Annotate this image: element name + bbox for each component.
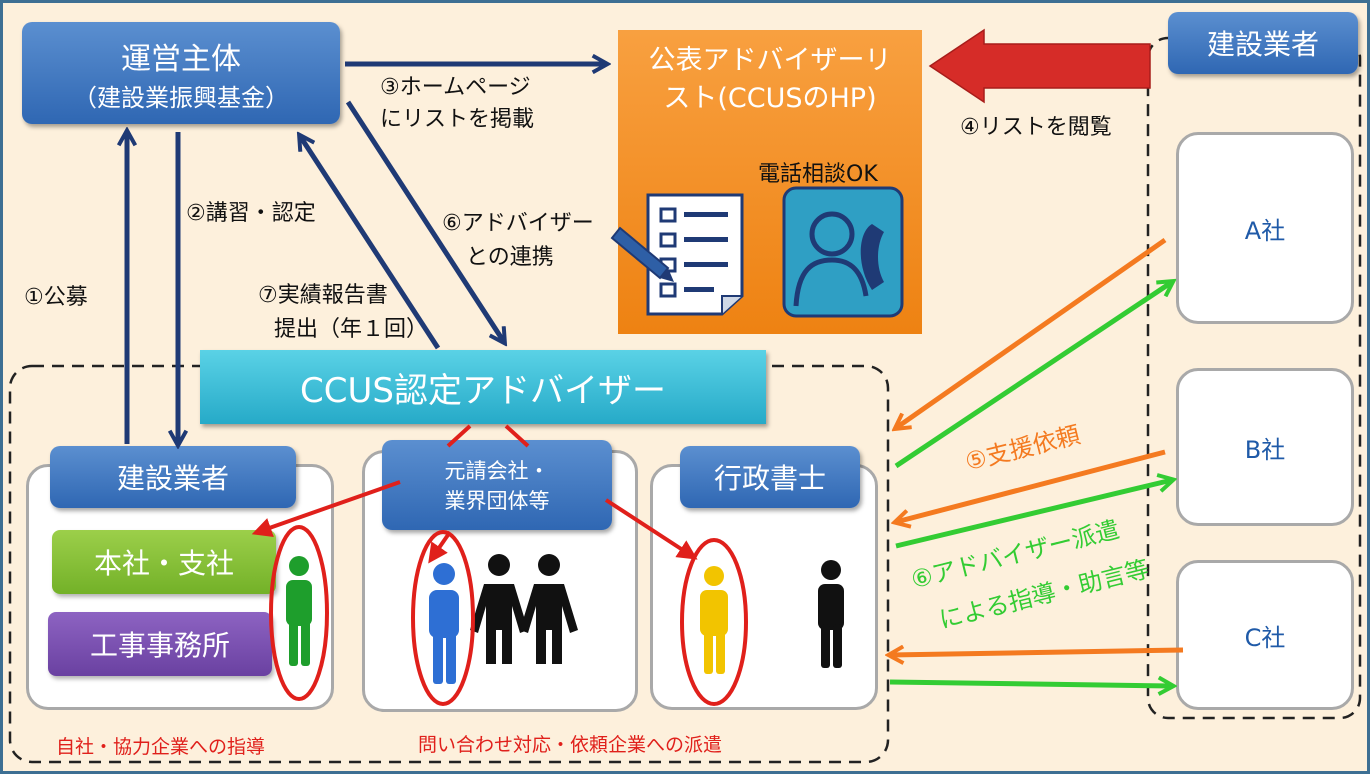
company-a-box: A社 xyxy=(1176,132,1354,324)
arrow-advisor-contractor xyxy=(251,480,401,538)
person-black-icon-1 xyxy=(470,554,528,664)
arrow-advisor-link-2 xyxy=(504,424,530,448)
company-b-box: B社 xyxy=(1176,368,1354,526)
operator-box: 運営主体 （建設業振興基金） xyxy=(22,22,340,124)
operator-title: 運営主体 xyxy=(121,41,241,77)
caption-self-guidance: 自社・協力企業への指導 xyxy=(56,736,266,758)
contractors-header-box: 建設業者 xyxy=(1168,12,1358,74)
koji-jimusho-label: 工事事務所 xyxy=(89,629,230,662)
phone-consult-label: 電話相談OK xyxy=(758,162,878,187)
prime-group-line1: 元請会社・ xyxy=(444,459,550,483)
company-a-label: A社 xyxy=(1244,216,1286,245)
arrow-request-c xyxy=(890,650,1184,655)
person-black-icon-2 xyxy=(520,554,578,664)
step2-label: ②講習・認定 xyxy=(186,201,316,226)
arrow-advisor-link-1 xyxy=(446,424,472,448)
arrow-advisor-prime xyxy=(428,530,452,564)
advisor-dashed-border xyxy=(8,364,890,764)
arrow-collaboration xyxy=(345,100,504,342)
yellow-person-highlight xyxy=(680,538,748,706)
public-list-line1: 公表アドバイザーリ xyxy=(648,45,892,76)
honsha-shisha-box: 本社・支社 xyxy=(52,530,276,594)
caption-inquiry-dispatch: 問い合わせ対応・依頼企業への派遣 xyxy=(418,734,723,756)
step3-label-line2: にリストを掲載 xyxy=(380,107,535,132)
contractor-group-title: 建設業者 xyxy=(116,462,229,495)
ccus-advisor-box: CCUS認定アドバイザー xyxy=(200,350,766,424)
step3-label-line1: ③ホームページ xyxy=(380,75,531,100)
ccus-advisor-title: CCUS認定アドバイザー xyxy=(300,370,666,411)
step6a-label-line1: ⑥アドバイザー xyxy=(442,211,594,236)
arrow-report xyxy=(300,136,441,350)
arrow-request-a xyxy=(896,237,1167,428)
blue-person-highlight xyxy=(411,530,475,706)
company-c-box: C社 xyxy=(1176,560,1354,710)
public-list-line2: スト(CCUSのHP) xyxy=(663,82,877,114)
step6a-label-line2: との連携 xyxy=(466,245,554,270)
person-black-icon-3 xyxy=(818,560,844,668)
prime-group-header: 元請会社・ 業界団体等 xyxy=(382,440,612,530)
person-yellow-icon xyxy=(700,566,728,674)
company-c-label: C社 xyxy=(1244,623,1286,652)
scrivener-group-title: 行政書士 xyxy=(713,462,826,495)
arrow-dispatch-a xyxy=(894,282,1172,469)
arrow-dispatch-b xyxy=(895,480,1172,549)
step7-label-line2: 提出（年１回） xyxy=(274,317,429,342)
step7-label-line1: ⑦実績報告書 xyxy=(258,283,388,308)
step1-label: ①公募 xyxy=(24,285,88,310)
arrow-dispatch-c xyxy=(889,682,1172,686)
person-green-icon xyxy=(286,556,312,666)
company-b-label: B社 xyxy=(1244,435,1286,464)
arrow-advisor-scrivener xyxy=(604,498,698,560)
green-person-highlight xyxy=(269,525,329,701)
operator-subtitle: （建設業振興基金） xyxy=(73,83,289,112)
contractor-group-header: 建設業者 xyxy=(50,446,296,508)
honsha-shisha-label: 本社・支社 xyxy=(93,547,234,580)
prime-group-line2: 業界団体等 xyxy=(444,489,550,513)
scrivener-group-header: 行政書士 xyxy=(680,446,860,508)
arrow-browse-list xyxy=(928,28,1151,104)
contractors-header-title: 建設業者 xyxy=(1206,28,1319,61)
koji-jimusho-box: 工事事務所 xyxy=(48,612,272,676)
arrow-request-b xyxy=(896,449,1166,522)
person-blue-icon xyxy=(429,563,459,684)
step4-label: ④リストを閲覧 xyxy=(960,115,1112,140)
